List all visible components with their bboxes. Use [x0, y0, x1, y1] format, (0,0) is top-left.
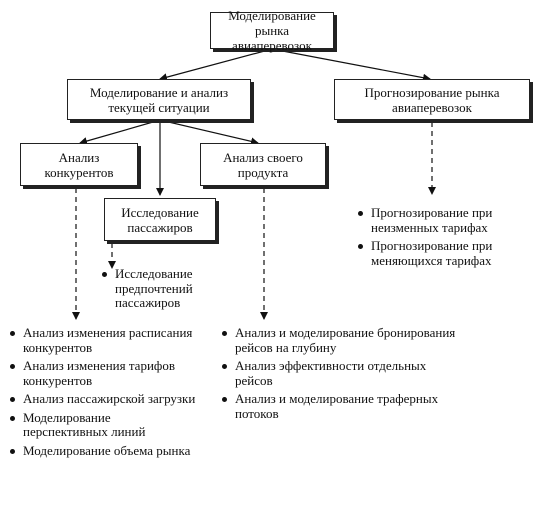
list-item: Прогнозирование при неизменных тарифах — [356, 205, 522, 235]
list-item: Анализ изменения расписания конкурентов — [8, 325, 198, 355]
bullet-icon — [222, 331, 227, 336]
list-item: Прогнозирование при меняющихся тарифах — [356, 238, 522, 268]
passenger-list: Исследование предпочтений пассажиров — [100, 266, 220, 315]
box-current-situation-label: Моделирование и анализ текущей ситуации — [89, 84, 229, 115]
competitor-list: Анализ изменения расписания конкурентов … — [8, 325, 198, 462]
bullet-icon — [222, 397, 227, 402]
box-own-product: Анализ своего продукта — [200, 143, 326, 186]
list-item: Анализ и моделирование траферных потоков — [220, 391, 460, 421]
product-list: Анализ и моделирование бронирования рейс… — [220, 325, 460, 425]
list-item: Анализ изменения тарифов конкурентов — [8, 358, 198, 388]
box-own-product-label: Анализ своего продукта — [223, 149, 303, 180]
box-forecast: Прогнозирование рынка авиаперевозок — [334, 79, 530, 120]
box-competitors-label: Анализ конкурентов — [44, 149, 114, 180]
arrow-current-to-product — [159, 119, 259, 146]
box-passengers-label: Исследование пассажиров — [121, 204, 199, 235]
bullet-icon — [10, 364, 15, 369]
box-competitors: Анализ конкурентов — [20, 143, 138, 186]
bullet-icon — [10, 331, 15, 336]
bullet-icon — [10, 397, 15, 402]
bullet-icon — [10, 448, 15, 454]
list-item: Анализ эффективности отдельных рейсов — [220, 358, 460, 388]
box-forecast-label: Прогнозирование рынка авиаперевозок — [364, 84, 500, 115]
list-item: Исследование предпочтений пассажиров — [100, 266, 220, 311]
bullet-icon — [358, 211, 363, 216]
bullet-icon — [102, 272, 107, 277]
list-item: Моделирование объема рынка — [8, 443, 198, 459]
bullet-icon — [10, 415, 15, 421]
list-item: Моделирование перспективных линий — [8, 410, 198, 440]
arrow-root-to-forecast — [271, 48, 431, 82]
list-item: Анализ и моделирование бронирования рейс… — [220, 325, 460, 355]
box-passengers: Исследование пассажиров — [104, 198, 216, 241]
box-root-label: Моделирование рынка авиаперевозок — [228, 8, 316, 53]
box-root: Моделирование рынка авиаперевозок — [210, 8, 334, 53]
box-current-situation: Моделирование и анализ текущей ситуации — [67, 79, 251, 120]
bullet-icon — [222, 364, 227, 369]
forecast-list: Прогнозирование при неизменных тарифах П… — [356, 205, 522, 272]
arrow-current-to-competitors — [79, 119, 161, 145]
list-item: Анализ пассажирской загрузки — [8, 391, 198, 407]
bullet-icon — [358, 244, 363, 249]
arrow-root-to-current — [159, 48, 273, 82]
